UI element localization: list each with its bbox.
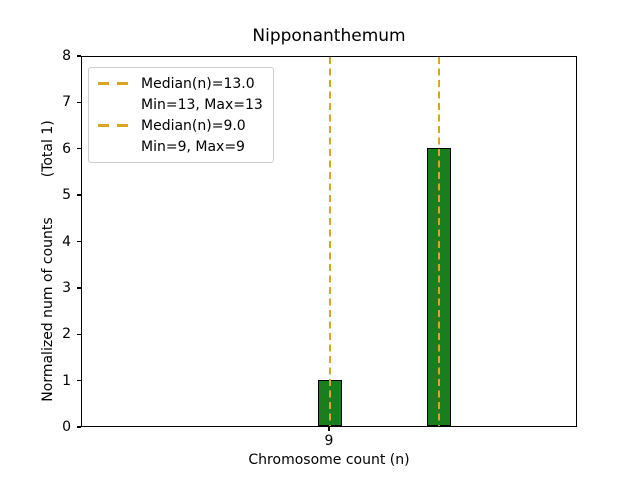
y-tick-mark [77, 194, 81, 196]
legend-label: Median(n)=13.0 [141, 75, 255, 92]
legend-label: Min=13, Max=13 [141, 96, 263, 113]
legend-spacer [98, 103, 128, 106]
y-tick-mark [77, 101, 81, 104]
legend-dash-icon [98, 82, 128, 85]
y-tick-mark [77, 333, 81, 335]
median-13-vline [438, 57, 440, 426]
legend-entry: Min=13, Max=13 [98, 94, 263, 115]
y-tick-label: 2 [62, 326, 71, 343]
legend-dash-icon [98, 124, 128, 127]
x-tick-label: 9 [324, 433, 334, 449]
legend-label: Median(n)=9.0 [141, 117, 246, 134]
legend-entry: Median(n)=9.0 [98, 115, 263, 136]
y-tick-mark [77, 240, 81, 243]
y-tick-mark [77, 426, 81, 428]
chart-title: Nipponanthemum [252, 26, 406, 46]
legend-spacer [98, 145, 128, 148]
y-tick-mark [77, 379, 81, 382]
x-axis-label: Chromosome count (n) [248, 452, 410, 468]
y-tick-mark [77, 287, 81, 289]
legend-label: Min=9, Max=9 [141, 138, 245, 155]
y-tick-mark [77, 148, 81, 150]
x-tick-mark [328, 427, 330, 431]
median-9-vline [329, 57, 331, 426]
y-tick-label: 7 [62, 94, 71, 111]
y-tick-label: 6 [62, 140, 71, 157]
legend-entry: Median(n)=13.0 [98, 73, 263, 94]
y-tick-label: 4 [62, 233, 71, 250]
legend-entry: Min=9, Max=9 [98, 136, 263, 157]
y-axis-label: Normalized num of counts (Total 1) [40, 120, 56, 401]
y-tick-label: 0 [62, 419, 71, 435]
y-tick-label: 1 [62, 372, 71, 389]
y-tick-label: 3 [62, 279, 71, 296]
y-tick-mark [77, 55, 81, 57]
y-tick-label: 8 [62, 48, 71, 64]
y-tick-label: 5 [62, 187, 71, 204]
